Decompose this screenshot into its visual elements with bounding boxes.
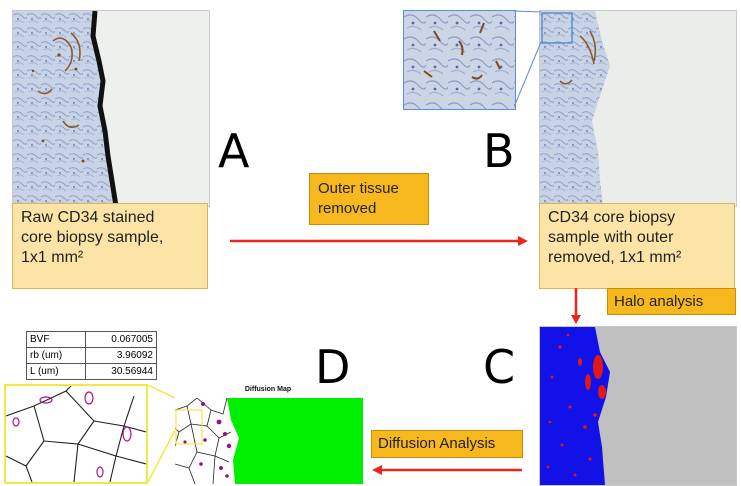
voronoi-zoom-inset (4, 384, 148, 484)
panel-a-letter: A (218, 124, 250, 178)
panel-a-image (12, 10, 210, 207)
caption-line: Raw CD34 stained (21, 209, 155, 226)
diffusion-map-title: Diffusion Map (244, 386, 292, 393)
panel-b-image (539, 10, 737, 207)
panel-d-letter: D (315, 340, 351, 394)
panel-a-caption: Raw CD34 stained core biopsy sample, 1x1… (12, 203, 208, 289)
diffusion-map (175, 398, 363, 484)
stat-value: 0.067005 (85, 331, 157, 348)
panel-c-halo-map (539, 326, 737, 486)
panel-b-zoom-inset (403, 10, 516, 110)
stat-value: 3.96092 (85, 347, 157, 364)
panel-b-caption: CD34 core biopsy sample with outer remov… (539, 203, 735, 289)
diffusion-stats-table: BVF 0.067005 rb (um) 3.96092 L (um) 30.5… (26, 331, 157, 380)
tag-line: Outer tissue (318, 180, 399, 197)
outer-tissue-removed-label: Outer tissue removed (309, 173, 429, 225)
voronoi-connector-lines (148, 384, 176, 483)
tag-line: removed (318, 200, 377, 217)
zoom-connector-lines (514, 10, 542, 108)
panel-b-letter: B (483, 124, 515, 178)
caption-line: 1x1 mm² (21, 249, 84, 266)
stat-key: BVF (26, 331, 86, 348)
stat-key: rb (um) (26, 347, 86, 364)
table-row: rb (um) 3.96092 (26, 347, 157, 364)
table-row: BVF 0.067005 (26, 331, 157, 348)
diffusion-analysis-label: Diffusion Analysis (371, 430, 523, 458)
stat-value: 30.56944 (85, 363, 157, 380)
table-row: L (um) 30.56944 (26, 363, 157, 380)
arrow-b-to-c (571, 288, 581, 324)
caption-line: core biopsy sample, (21, 229, 164, 246)
halo-analysis-label: Halo analysis (607, 288, 736, 315)
caption-line: removed, 1x1 mm² (548, 249, 682, 266)
panel-c-letter: C (483, 340, 516, 394)
stat-key: L (um) (26, 363, 86, 380)
caption-line: sample with outer (548, 229, 674, 246)
arrow-c-to-d (372, 465, 522, 475)
caption-line: CD34 core biopsy (548, 209, 676, 226)
arrow-a-to-b (230, 236, 528, 246)
